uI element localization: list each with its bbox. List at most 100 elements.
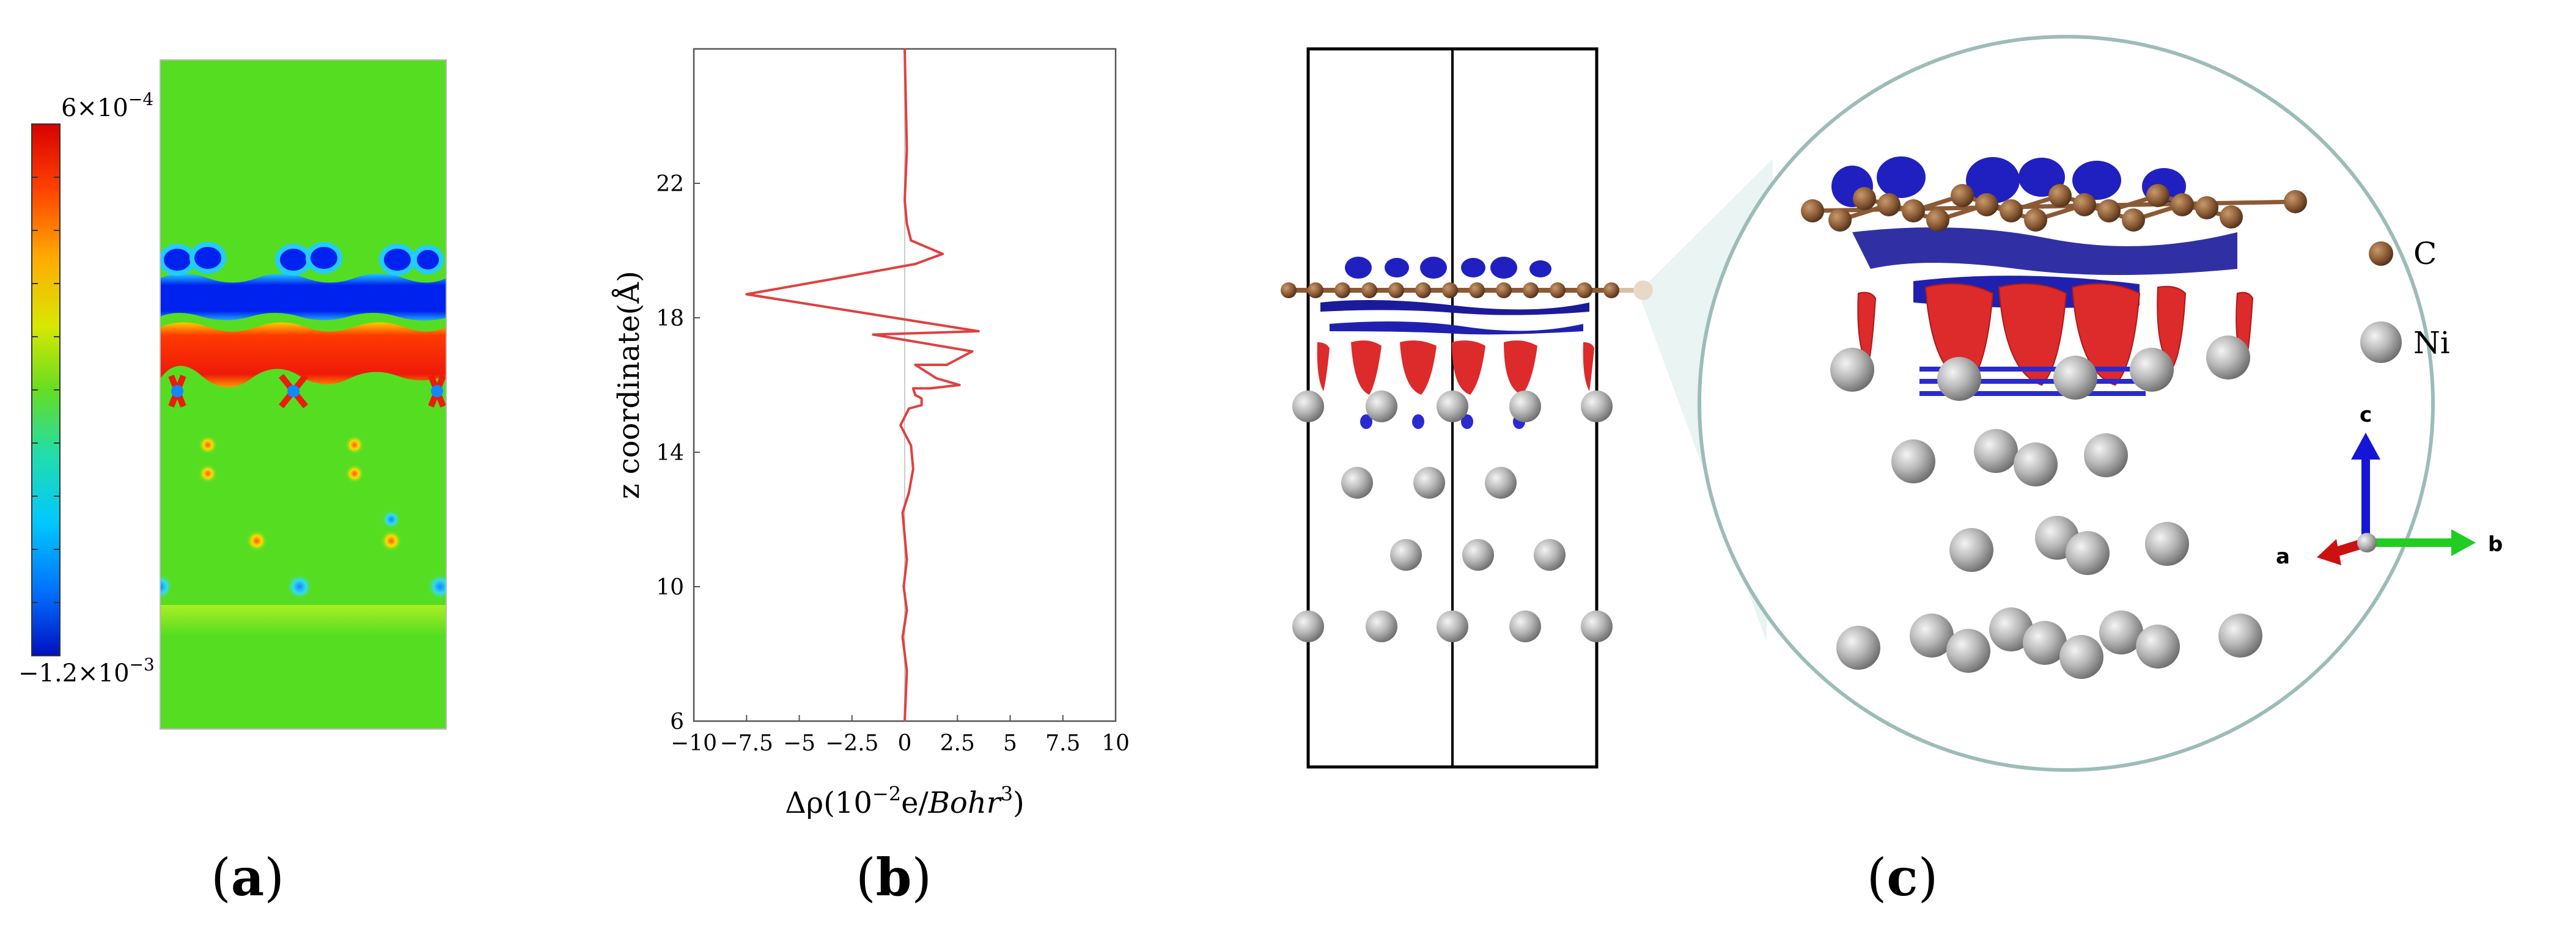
legend: C Ni xyxy=(2360,236,2450,363)
caption-b: (b) xyxy=(856,847,932,908)
nickel-atom xyxy=(1292,391,1324,422)
nickel-atom xyxy=(2136,625,2180,669)
nickel-atom xyxy=(2130,348,2174,392)
data-point xyxy=(912,468,914,470)
carbon-atom xyxy=(1523,282,1539,298)
data-point xyxy=(908,408,910,409)
y-tick-label: 14 xyxy=(656,441,684,466)
legend-nickel-marker xyxy=(2360,321,2402,363)
carbon-atom xyxy=(2195,196,2218,219)
data-point xyxy=(971,351,973,352)
nickel-atom xyxy=(1390,539,1422,571)
data-point xyxy=(910,445,912,446)
carbon-atom xyxy=(2073,193,2096,216)
zoomed-structure xyxy=(1801,156,2307,679)
carbon-atom xyxy=(1603,282,1619,298)
carbon-atom xyxy=(1469,282,1485,298)
data-point xyxy=(929,387,931,389)
nickel-atom xyxy=(1891,439,1935,483)
nickel-atom xyxy=(1509,391,1541,422)
nickel-atom xyxy=(1366,391,1397,422)
nickel-atom xyxy=(1534,539,1566,571)
carbon-atom xyxy=(2171,193,2194,216)
x-tick-label: 0 xyxy=(898,731,912,756)
data-point xyxy=(912,387,914,389)
axes-indicator: c b a xyxy=(2276,403,2503,569)
data-point xyxy=(904,535,905,537)
y-tick-label: 22 xyxy=(656,172,684,197)
data-point xyxy=(904,721,905,722)
carbon-atom xyxy=(1415,282,1431,298)
data-point xyxy=(977,331,979,332)
side-view-structure xyxy=(1281,257,1653,642)
nickel-atom xyxy=(1949,528,1993,572)
x-tick-label: −5 xyxy=(783,731,815,756)
data-point xyxy=(902,636,903,638)
carbon-atom xyxy=(2097,199,2121,222)
data-point xyxy=(906,559,908,560)
data-point xyxy=(959,384,960,386)
nickel-atom xyxy=(2066,531,2110,575)
data-point xyxy=(904,199,905,201)
data-point xyxy=(914,364,916,365)
y-tick-label: 6 xyxy=(670,710,684,735)
carbon-atom xyxy=(1496,282,1512,298)
x-axis-label: Δρ(10−2e/Bohr3) xyxy=(785,782,1025,820)
panel-a: 6×10−4 −1.2×10−3 xyxy=(18,59,447,730)
colorbar-ticks xyxy=(32,177,60,603)
nickel-atom xyxy=(1292,610,1324,642)
x-tick-label: −10 xyxy=(671,731,717,756)
axis-ticks xyxy=(693,183,1116,722)
carbon-atom xyxy=(2220,205,2243,229)
carbon-atom xyxy=(1902,199,1925,222)
nickel-atom xyxy=(2099,610,2143,654)
nickel-atom xyxy=(1437,610,1468,642)
data-point xyxy=(910,240,912,241)
nickel-atom xyxy=(2218,614,2262,658)
carbon-atom xyxy=(1442,282,1458,298)
nickel-atom xyxy=(1485,467,1517,499)
data-point xyxy=(900,425,902,426)
nickel-atom xyxy=(2084,433,2128,477)
data-point xyxy=(946,364,948,365)
carbon-atom xyxy=(2284,190,2307,213)
caption-c: (c) xyxy=(1867,847,1938,908)
axis-label-a: a xyxy=(2276,544,2290,569)
x-tick-label: −2.5 xyxy=(825,731,878,756)
data-point xyxy=(921,398,922,399)
nickel-atom xyxy=(2059,635,2103,679)
nickel-atom xyxy=(1366,610,1397,642)
carbon-atom xyxy=(1801,199,1824,222)
zoom-circle xyxy=(1698,35,2435,772)
nickel-atom xyxy=(1341,467,1373,499)
y-axis-label: z coordinate(Å) xyxy=(611,271,646,499)
data-point xyxy=(904,48,905,50)
carbon-atom xyxy=(1361,282,1377,298)
data-point xyxy=(921,405,922,406)
carbon-atom xyxy=(1281,282,1297,298)
nickel-atom xyxy=(1974,429,2018,473)
data-point xyxy=(906,149,908,150)
x-tick-label: 2.5 xyxy=(940,731,975,756)
nickel-atom xyxy=(2053,356,2097,400)
carbon-atom xyxy=(1334,282,1350,298)
caption-a: (a) xyxy=(211,847,284,908)
data-point xyxy=(872,334,874,336)
data-point xyxy=(908,492,910,493)
series-points xyxy=(746,48,979,722)
x-tick-label: −7.5 xyxy=(720,731,773,756)
carbon-atom xyxy=(2122,208,2145,232)
nickel-atom xyxy=(1437,391,1468,422)
nickel-atom xyxy=(2023,621,2067,665)
data-point xyxy=(906,609,908,611)
y-tick-label: 10 xyxy=(656,575,684,600)
nickel-atom xyxy=(2206,336,2250,380)
carbon-atom xyxy=(1853,187,1876,210)
legend-carbon-label: C xyxy=(2413,236,2437,271)
nickel-atom xyxy=(1989,607,2033,651)
carbon-atom xyxy=(1550,282,1566,298)
